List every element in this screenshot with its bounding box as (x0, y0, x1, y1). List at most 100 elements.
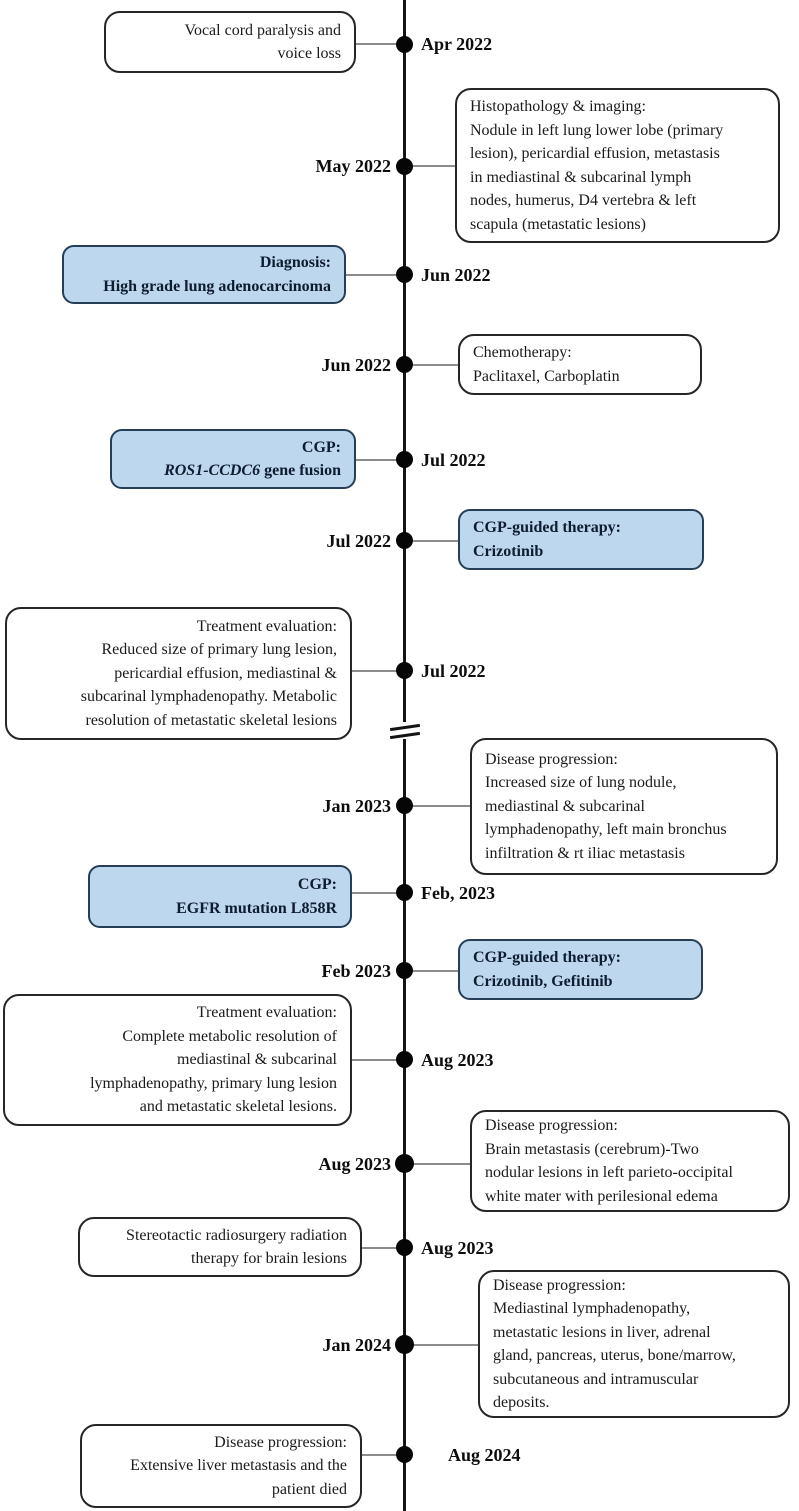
box-line: lymphadenopathy, left main bronchus (485, 821, 727, 839)
event-box-chemotherapy: Chemotherapy: Paclitaxel, Carboplatin (458, 334, 702, 395)
box-text: Disease progression:Brain metastasis (ce… (485, 1114, 775, 1208)
box-line: lymphadenopathy, primary lung lesion (90, 1074, 337, 1092)
box-text: Histopathology & imaging: Nodule in left … (470, 95, 765, 236)
event-connector (356, 43, 403, 45)
box-line: Treatment evaluation: (196, 1004, 337, 1022)
event-box-cgp-guided-therapy-crizotinib: CGP-guided therapy: Crizotinib (458, 509, 704, 570)
box-line: Disease progression: (214, 1433, 347, 1451)
box-line: pericardial effusion, mediastinal & (114, 664, 337, 682)
box-line: CGP-guided therapy: (473, 949, 621, 966)
timeline-dot (396, 1446, 413, 1463)
event-date: Aug 2023 (421, 1238, 494, 1258)
box-line: Crizotinib (473, 542, 544, 560)
event-box-disease-progression-1: Disease progression:Increased size of lu… (470, 738, 778, 875)
box-text: Disease progression: Mediastinal lymphade… (493, 1274, 775, 1415)
event-date: Apr 2022 (421, 34, 493, 54)
box-text: Treatment evaluation:Reduced size of pri… (20, 615, 337, 733)
box-line: mediastinal & subcarinal (177, 1051, 337, 1069)
box-line: Diagnosis: (259, 254, 331, 271)
event-connector (352, 670, 403, 672)
event-box-cgp-guided-therapy-gefitinib: CGP-guided therapy:Crizotinib, Gefitinib (458, 939, 703, 1000)
event-box-cgp-ros1-ccdc6: CGP: ROS1-CCDC6 gene fusion (110, 429, 356, 489)
event-box-cgp-egfr: CGP:EGFR mutation L858R (88, 865, 352, 928)
box-line: Paclitaxel, Carboplatin (473, 367, 620, 385)
box-line: lesion), pericardial effusion, metastasi… (470, 145, 720, 162)
event-connector (406, 540, 458, 542)
event-date: Feb 2023 (321, 961, 392, 981)
timeline-dot (396, 158, 413, 175)
box-text: Chemotherapy: Paclitaxel, Carboplatin (473, 341, 687, 388)
event-date: Jul 2022 (326, 531, 391, 551)
event-box-disease-progression-3: Disease progression: Mediastinal lymphade… (478, 1270, 790, 1418)
timeline-dot (396, 356, 413, 373)
box-line: scapula (metastatic lesions) (470, 215, 646, 233)
box-text: Treatment evaluation: Complete metabolic … (18, 1001, 337, 1119)
timeline-dot (396, 884, 413, 901)
event-connector (406, 1344, 478, 1346)
box-line: Reduced size of primary lung lesion, (101, 641, 338, 659)
event-date: Jan 2024 (322, 1335, 391, 1355)
event-date: May 2022 (315, 156, 392, 176)
gene-fusion-italic: ROS1-CCDC6 (164, 462, 261, 479)
event-date: Jun 2022 (321, 355, 391, 375)
event-connector (352, 892, 403, 894)
box-line: Chemotherapy: (473, 344, 572, 361)
box-line: voice loss (277, 45, 341, 62)
event-date: Aug 2023 (421, 1050, 494, 1070)
box-line: white mater with perilesional edema (485, 1187, 718, 1205)
box-line: Extensive liver metastasis and the (130, 1457, 347, 1475)
timeline-dot (396, 266, 413, 283)
event-connector (406, 1163, 470, 1165)
timeline-dot (396, 532, 413, 549)
box-text: Disease progression: Extensive liver meta… (95, 1431, 347, 1502)
event-connector (346, 274, 403, 276)
timeline-dot (396, 36, 413, 53)
box-text: CGP:EGFR mutation L858R (103, 873, 337, 920)
timeline-dot (395, 1335, 414, 1354)
timeline-dot (396, 1239, 413, 1256)
event-date: Jul 2022 (421, 450, 486, 470)
event-date: Jan 2023 (322, 796, 391, 816)
timeline-dot (396, 1051, 413, 1068)
event-date: Aug 2024 (448, 1445, 521, 1465)
box-line: gland, pancreas, uterus, bone/marrow, (493, 1347, 736, 1364)
box-line: CGP-guided therapy: (473, 519, 621, 536)
box-line: Disease progression: (485, 750, 618, 768)
box-line: Disease progression: (493, 1276, 626, 1294)
event-box-disease-progression-2: Disease progression:Brain metastasis (ce… (470, 1110, 790, 1212)
timeline-axis (403, 0, 406, 1511)
box-line: Mediastinal lymphadenopathy, (493, 1300, 691, 1317)
box-text: CGP: ROS1-CCDC6 gene fusion (125, 436, 341, 483)
event-box-diagnosis: Diagnosis:High grade lung adenocarcinoma (62, 245, 346, 304)
box-text: Diagnosis:High grade lung adenocarcinoma (77, 251, 331, 298)
timeline-dot (396, 797, 413, 814)
box-line: mediastinal & subcarinal (485, 797, 645, 815)
box-line: ROS1-CCDC6 gene fusion (125, 459, 341, 483)
box-line: Disease progression: (485, 1117, 618, 1134)
box-line: Histopathology & imaging: (470, 98, 646, 115)
box-line: Stereotactic radiosurgery radiation (126, 1226, 347, 1244)
timeline-dot (395, 1154, 414, 1173)
event-connector (356, 459, 403, 461)
box-line: EGFR mutation L858R (176, 899, 337, 917)
box-line: Nodule in left lung lower lobe (primary (470, 121, 724, 139)
timeline-dot (396, 962, 413, 979)
box-line: nodular lesions in left parieto-occipita… (485, 1164, 733, 1181)
box-line: subcutaneous and intramuscular (493, 1370, 699, 1388)
timeline-dot (396, 662, 413, 679)
box-line: and metastatic skeletal lesions. (139, 1098, 337, 1116)
event-date: Jul 2022 (421, 661, 486, 681)
box-line: CGP: (301, 438, 341, 456)
gene-fusion-rest: gene fusion (260, 462, 341, 479)
box-line: resolution of metastatic skeletal lesion… (85, 711, 338, 729)
event-box-treatment-evaluation-1: Treatment evaluation:Reduced size of pri… (5, 607, 352, 740)
event-connector (352, 1059, 403, 1061)
box-line: in mediastinal & subcarinal lymph (470, 168, 692, 186)
box-line: infiltration & rt iliac metastasis (485, 844, 685, 862)
box-line: Complete metabolic resolution of (122, 1027, 337, 1045)
